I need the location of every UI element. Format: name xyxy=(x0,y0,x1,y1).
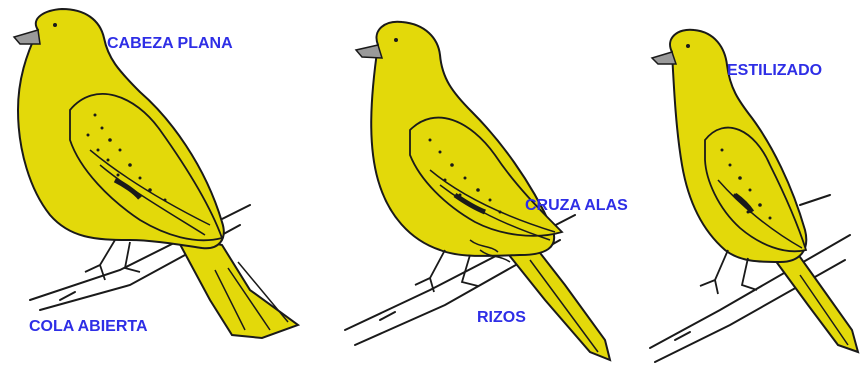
canary-bird-1 xyxy=(14,9,298,338)
bird-2-tail xyxy=(505,240,610,360)
label-cola-abierta: COLA ABIERTA xyxy=(29,318,148,335)
bird-1-beak xyxy=(14,30,40,44)
label-cruza-alas: CRUZA ALAS xyxy=(525,197,628,214)
bird-3-beak xyxy=(652,52,676,64)
bird-3-tail xyxy=(775,250,858,352)
bird-2-eye xyxy=(394,38,398,42)
label-rizos: RIZOS xyxy=(477,309,526,326)
bird-1-eye xyxy=(53,23,57,27)
bird-3-eye xyxy=(686,44,690,48)
label-estilizado: ESTILIZADO xyxy=(727,62,822,79)
canary-bird-3 xyxy=(650,30,858,362)
bird-2-beak xyxy=(356,45,382,58)
bird-1-tail xyxy=(175,235,298,338)
label-cabeza-plana: CABEZA PLANA xyxy=(107,35,233,52)
